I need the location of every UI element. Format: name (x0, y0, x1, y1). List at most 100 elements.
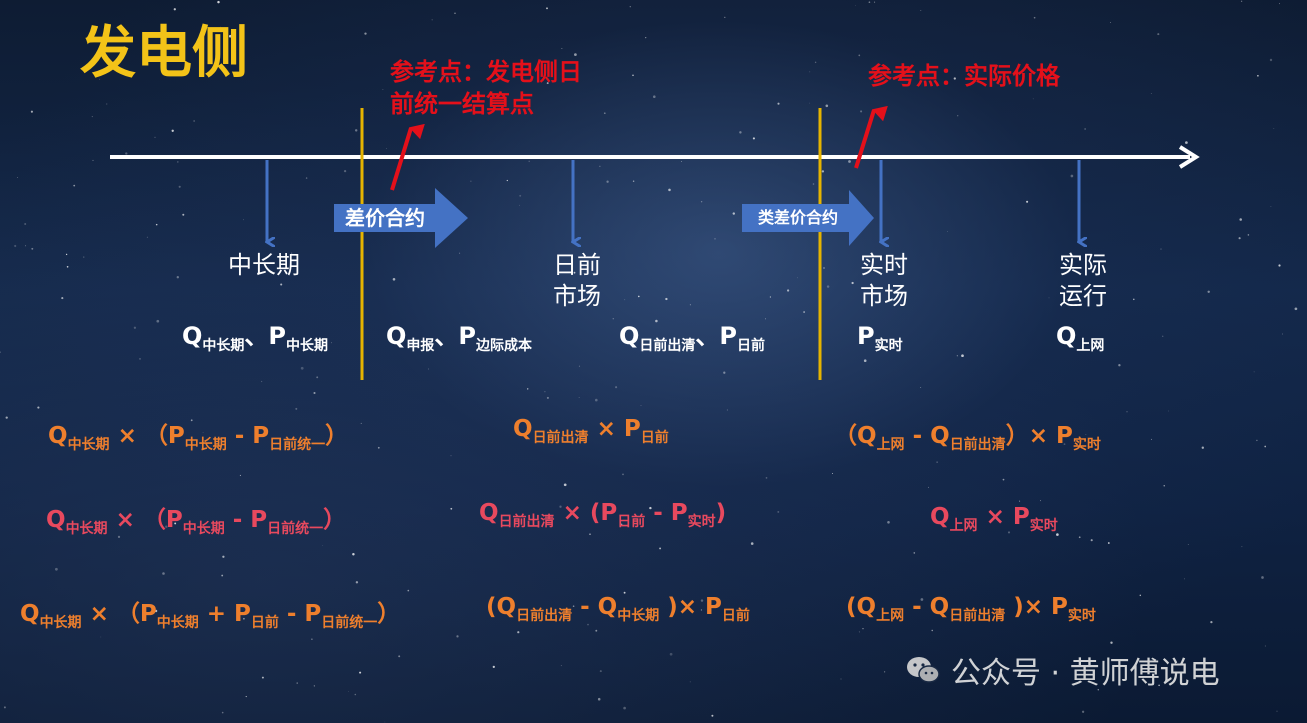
star (622, 473, 624, 476)
star (65, 253, 68, 256)
star (920, 10, 922, 12)
formula-text: Q (48, 423, 68, 449)
star (385, 148, 387, 149)
star (221, 574, 224, 577)
star (384, 721, 386, 723)
star (623, 591, 626, 594)
star (1070, 174, 1074, 178)
star (1278, 264, 1281, 267)
page-title: 发电侧 (80, 21, 248, 86)
formula-text: × P (977, 504, 1030, 530)
qp-symbol: Q (1056, 322, 1077, 350)
qp-symbol: P (857, 322, 875, 350)
star (1247, 234, 1250, 236)
reference-point-1-line1: 参考点：发电侧日 (390, 58, 582, 86)
star (587, 623, 589, 626)
star (322, 545, 324, 546)
star (615, 386, 618, 389)
formula-text: （Q (834, 423, 877, 449)
star (681, 161, 682, 163)
star (1240, 0, 1243, 2)
star (546, 396, 549, 399)
star (125, 152, 128, 155)
star (133, 326, 137, 329)
star (190, 419, 193, 422)
star (239, 474, 241, 476)
formula-text: ）× P (1005, 423, 1073, 449)
star (355, 581, 359, 584)
star (139, 358, 141, 360)
star (578, 365, 580, 367)
formula-subscript: 中长期 (182, 521, 225, 537)
star (1026, 200, 1029, 203)
star (809, 102, 811, 104)
star (496, 64, 498, 67)
formula-subscript: 中长期 (67, 437, 110, 453)
star (519, 194, 522, 197)
star (37, 406, 40, 409)
formula-subscript: 日前出清 (532, 430, 589, 446)
star (560, 665, 562, 667)
star (956, 355, 958, 357)
formula-text: (Q (486, 594, 517, 620)
star (1002, 478, 1005, 481)
formula-text: × （P (81, 601, 157, 627)
qp-separator: 、 (695, 322, 720, 350)
star (1048, 297, 1050, 299)
star (559, 505, 562, 508)
star (1269, 58, 1273, 62)
star (182, 213, 185, 216)
star (928, 486, 929, 488)
star (714, 238, 716, 240)
star (563, 483, 567, 487)
star (953, 77, 956, 80)
star (877, 113, 880, 116)
qp-subscript: 中长期 (202, 338, 245, 354)
star (55, 567, 58, 571)
formula-r1-c1: Q中长期 × （P中长期 - P日前统一） (48, 416, 348, 454)
star (732, 212, 735, 215)
star (1090, 539, 1093, 542)
star (1184, 578, 1185, 580)
star (202, 432, 204, 433)
star (599, 165, 601, 167)
contract-arrow-1 (334, 188, 468, 248)
star (595, 629, 598, 632)
ref-arrow-2 (854, 105, 888, 169)
star (443, 74, 446, 77)
star (578, 396, 580, 398)
star (61, 297, 64, 300)
star (858, 54, 861, 57)
star (146, 236, 148, 238)
star (1019, 500, 1021, 502)
star (221, 711, 224, 714)
star (83, 256, 85, 258)
formula-subscript: 日前统一 (267, 521, 324, 537)
qp-actual: Q上网 (1056, 322, 1104, 355)
star (220, 26, 221, 28)
formula-text: - P (226, 423, 270, 449)
star (1039, 500, 1041, 502)
star (574, 53, 577, 56)
star (454, 12, 456, 14)
formula-subscript: 日前 (250, 615, 279, 631)
star (1110, 641, 1113, 644)
star (331, 342, 332, 344)
star (506, 179, 508, 182)
formula-text: ） (377, 601, 401, 627)
stage-mid-long: 中长期 (228, 251, 300, 279)
star (863, 359, 867, 363)
star (668, 188, 671, 192)
stage-realtime-line1: 实时 (860, 251, 908, 279)
star (623, 706, 626, 710)
star (5, 416, 8, 419)
star (958, 673, 960, 674)
formula-text: Q (479, 500, 499, 526)
star (723, 371, 726, 374)
qp-subscript: 上网 (1076, 338, 1105, 354)
star (106, 103, 108, 105)
star (1253, 371, 1255, 373)
star (786, 289, 790, 292)
reference-point-1: 参考点：发电侧日 前统一结算点 (390, 56, 582, 120)
